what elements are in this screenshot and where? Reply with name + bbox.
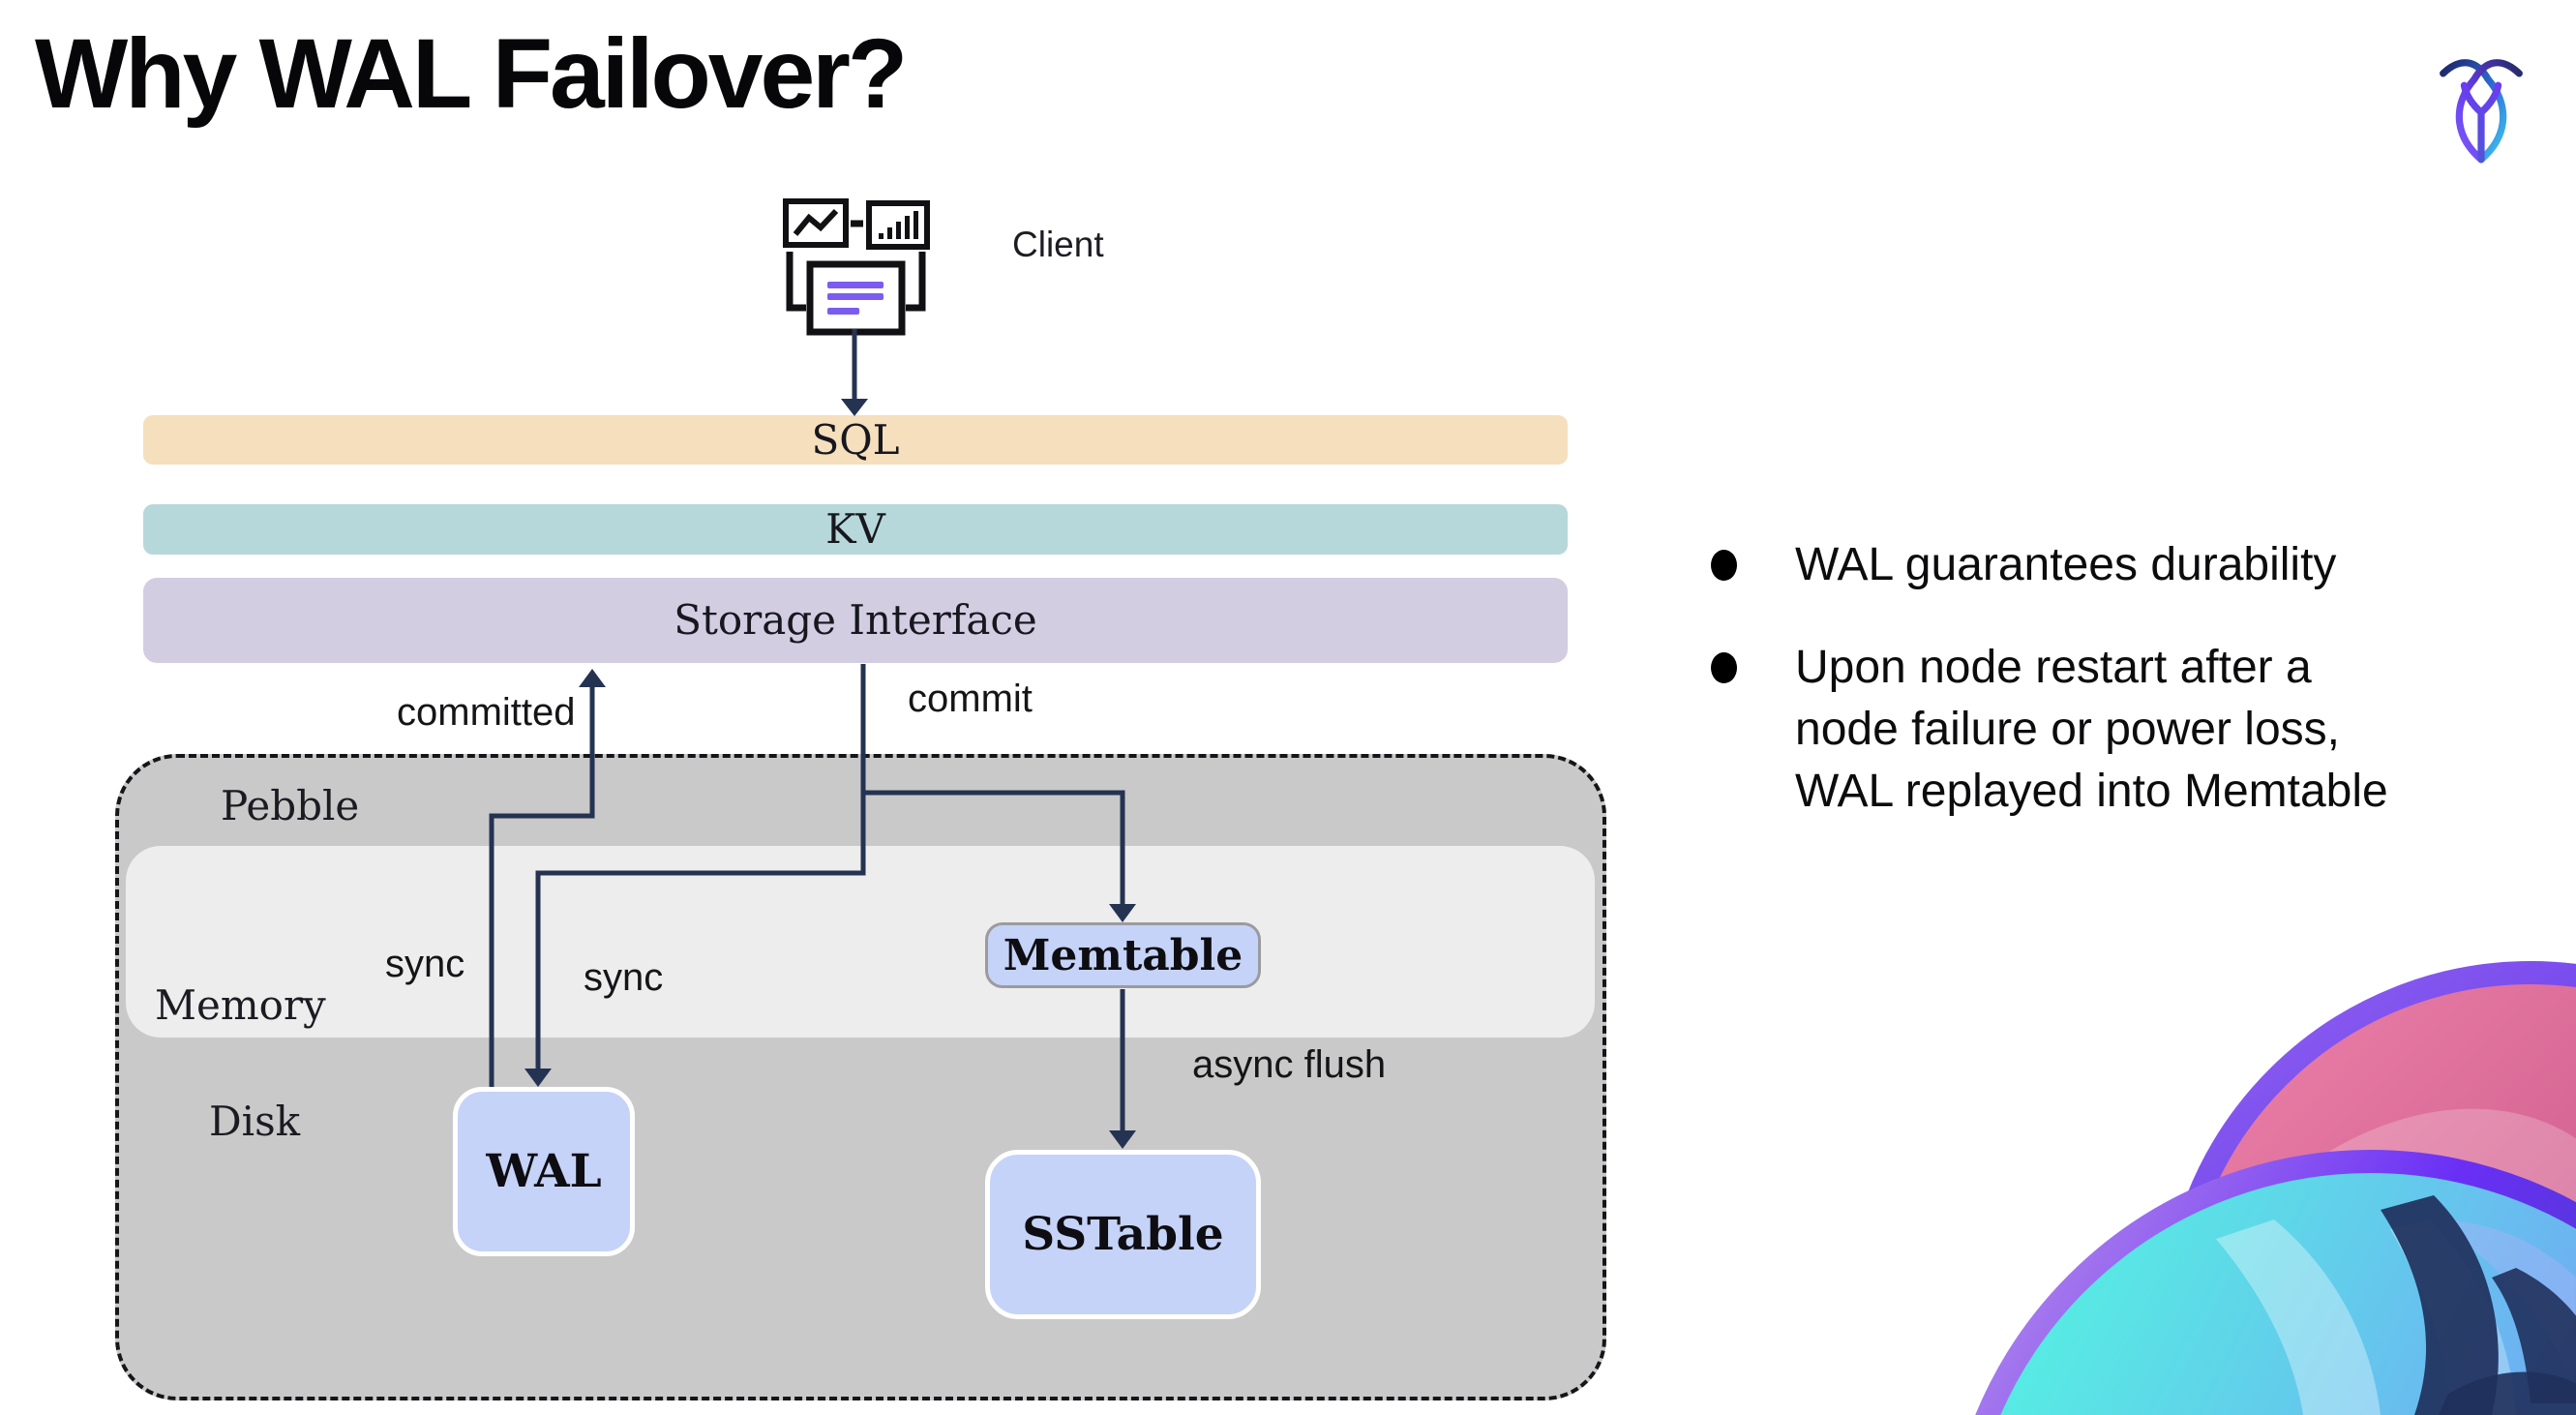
line-chart-icon bbox=[793, 208, 839, 236]
sync-right-label: sync bbox=[584, 956, 664, 999]
committed-label: committed bbox=[397, 691, 576, 734]
commit-label: commit bbox=[908, 677, 1033, 720]
arrowhead-commit-wal bbox=[524, 1069, 552, 1087]
page-title: Why WAL Failover? bbox=[35, 18, 908, 129]
arrowhead-client-sql bbox=[841, 399, 868, 416]
bullet-dot-icon bbox=[1711, 550, 1737, 581]
sstable-node: SSTable bbox=[985, 1150, 1261, 1319]
async-flush-label: async flush bbox=[1192, 1043, 1387, 1086]
pebble-label: Pebble bbox=[221, 782, 360, 829]
layer-sql: SQL bbox=[143, 415, 1568, 465]
edge-commit-memtable bbox=[863, 790, 1125, 906]
arrowhead-async-flush bbox=[1109, 1130, 1136, 1149]
client-label: Client bbox=[1012, 225, 1104, 264]
disk-label: Disk bbox=[209, 1098, 301, 1145]
brand-orbs-graphic bbox=[1975, 961, 2576, 1415]
memory-band bbox=[126, 846, 1595, 1038]
wal-node: WAL bbox=[453, 1087, 635, 1256]
arrowhead-committed bbox=[579, 669, 606, 687]
cockroachdb-logo-icon bbox=[2440, 59, 2523, 164]
bullet-list: WAL guarantees durability Upon node rest… bbox=[1711, 534, 2562, 823]
bullet-text: Upon node restart after a node failure o… bbox=[1795, 642, 2388, 817]
bar-chart-icon bbox=[866, 200, 930, 250]
memtable-node: Memtable bbox=[985, 922, 1261, 988]
bullet-dot-icon bbox=[1711, 652, 1737, 683]
layer-kv: KV bbox=[143, 504, 1568, 555]
bracket-left-icon bbox=[786, 252, 806, 312]
edge-committed bbox=[489, 685, 595, 1087]
sync-left-label: sync bbox=[385, 943, 465, 985]
memory-label: Memory bbox=[155, 981, 326, 1029]
arrowhead-commit-memtable bbox=[1109, 904, 1136, 922]
bullet-item: Upon node restart after a node failure o… bbox=[1711, 637, 2562, 823]
edge-commit-wal bbox=[535, 664, 866, 1070]
layer-storage-interface: Storage Interface bbox=[143, 578, 1568, 663]
bullet-item: WAL guarantees durability bbox=[1711, 534, 2562, 596]
bracket-right-icon bbox=[906, 252, 926, 312]
bullet-text: WAL guarantees durability bbox=[1795, 539, 2337, 590]
